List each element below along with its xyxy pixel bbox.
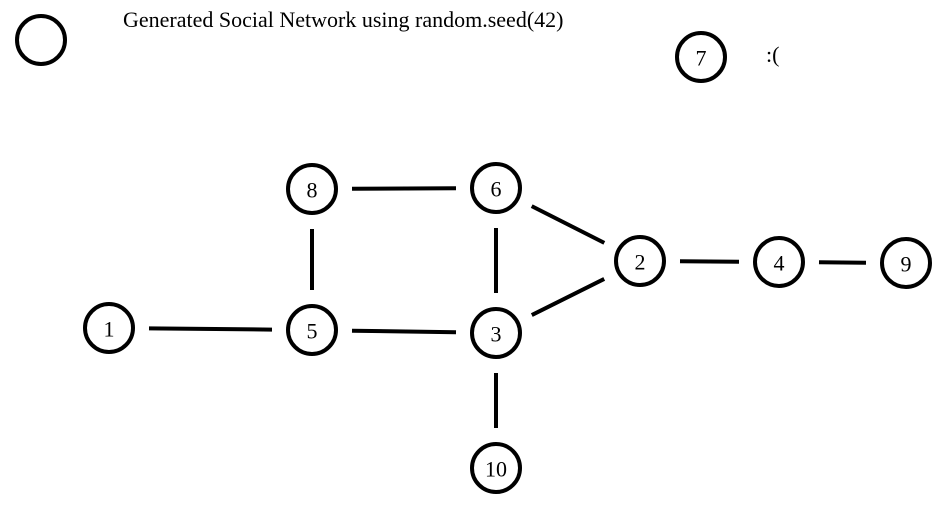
node-label: 5 bbox=[307, 319, 318, 344]
edge-1-5 bbox=[148, 326, 273, 332]
node-7: 7 bbox=[675, 31, 727, 83]
node-9: 9 bbox=[880, 237, 932, 289]
node-5: 5 bbox=[286, 304, 338, 356]
edge-5-3 bbox=[351, 328, 457, 335]
node-circle bbox=[753, 236, 805, 288]
sad-face-text: :( bbox=[766, 42, 779, 67]
node-circle bbox=[470, 307, 522, 359]
node-circle bbox=[470, 442, 522, 494]
node-4: 4 bbox=[753, 236, 805, 288]
node-label: 9 bbox=[901, 252, 912, 277]
edges-layer bbox=[148, 186, 867, 428]
node-circle bbox=[614, 235, 666, 287]
node-circle bbox=[286, 163, 338, 215]
node-3: 3 bbox=[470, 307, 522, 359]
node-circle bbox=[880, 237, 932, 289]
edge-3-2 bbox=[530, 277, 606, 317]
node-circle bbox=[83, 302, 135, 354]
node-label: 4 bbox=[774, 251, 785, 276]
node-label: 6 bbox=[491, 177, 502, 202]
node-circle bbox=[470, 162, 522, 214]
node-label: 10 bbox=[485, 457, 507, 482]
node-label: 8 bbox=[307, 178, 318, 203]
node-8: 8 bbox=[286, 163, 338, 215]
node-circle bbox=[675, 31, 727, 83]
edge-8-6 bbox=[351, 186, 457, 191]
node-label: 1 bbox=[104, 317, 115, 342]
node-2: 2 bbox=[614, 235, 666, 287]
node-circle bbox=[286, 304, 338, 356]
node-label: 7 bbox=[696, 46, 707, 71]
node-label: 2 bbox=[635, 250, 646, 275]
empty-node-circle bbox=[15, 14, 67, 66]
edge-6-2 bbox=[530, 204, 606, 245]
nodes-layer: 1 2 3 4 5 6 7 8 9 10 bbox=[83, 31, 932, 494]
diagram-title: Generated Social Network using random.se… bbox=[123, 7, 563, 32]
node-6: 6 bbox=[470, 162, 522, 214]
node-1: 1 bbox=[83, 302, 135, 354]
node-10: 10 bbox=[470, 442, 522, 494]
node-label: 3 bbox=[491, 322, 502, 347]
